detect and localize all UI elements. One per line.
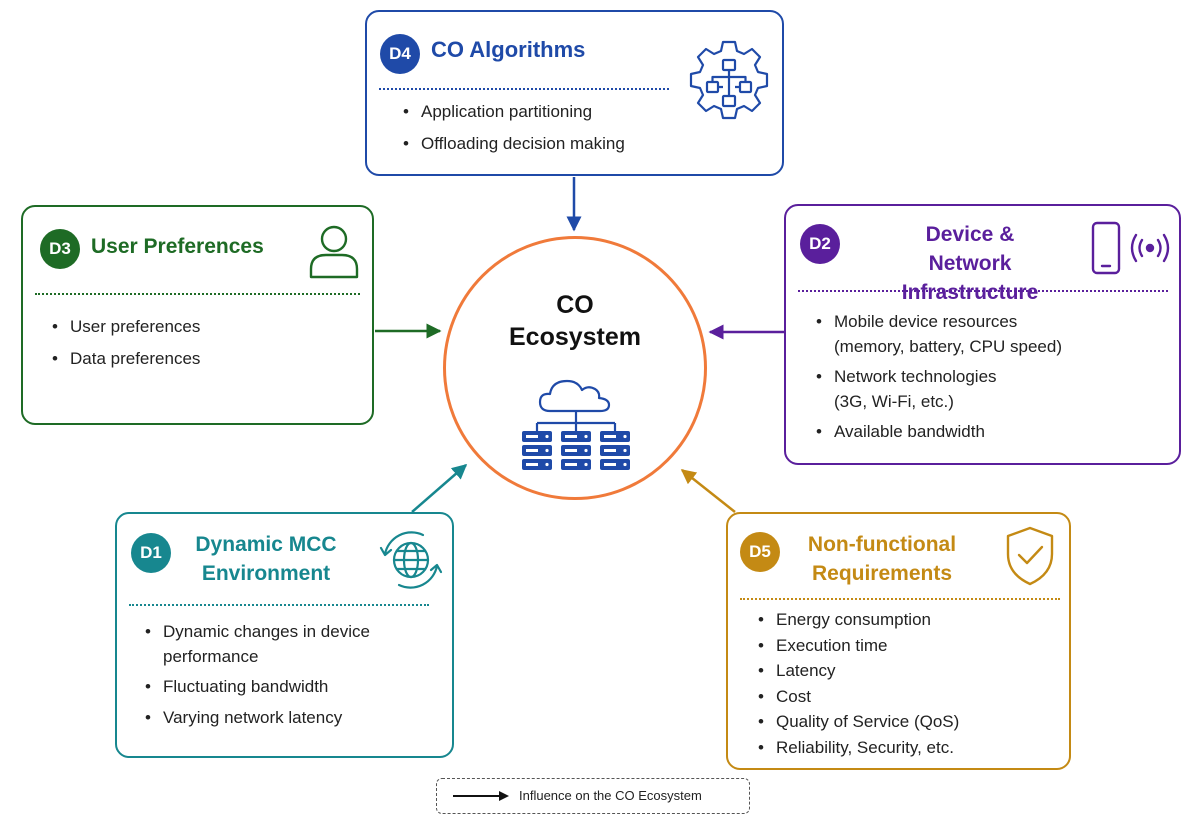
d1-badge: D1 xyxy=(131,533,171,573)
d4-item: Application partitioning xyxy=(399,100,625,124)
d3-title: User Preferences xyxy=(91,235,264,258)
d2-title-line2: Network Infrastructure xyxy=(901,252,1039,304)
d4-title: CO Algorithms xyxy=(431,37,586,62)
d4-badge: D4 xyxy=(380,34,420,74)
d1-item-line: Dynamic changes in device xyxy=(163,622,370,641)
d5-non-functional-box: D5 Non-functional Requirements Energy co… xyxy=(726,512,1071,770)
d3-divider xyxy=(35,293,360,295)
d2-badge: D2 xyxy=(800,224,840,264)
center-title-line2: Ecosystem xyxy=(508,323,642,351)
d3-item: Data preferences xyxy=(48,347,200,371)
d2-title: Device & Network Infrastructure xyxy=(860,220,1080,307)
d1-item-list: Dynamic changes in device performance Fl… xyxy=(141,620,370,731)
d1-item-line: Fluctuating bandwidth xyxy=(163,677,329,696)
d2-device-network-box: D2 Device & Network Infrastructure Mobil… xyxy=(784,204,1181,465)
d3-item-list: User preferences Data preferences xyxy=(48,315,200,379)
d5-item: Quality of Service (QoS) xyxy=(754,710,959,735)
arrow-d5-to-center xyxy=(680,469,736,513)
d5-title-line1: Non-functional xyxy=(807,533,957,556)
d2-item-line: (memory, battery, CPU speed) xyxy=(834,336,1062,356)
d1-dynamic-mcc-box: D1 Dynamic MCC Environment Dynamic chang… xyxy=(115,512,454,758)
d5-divider xyxy=(740,598,1060,600)
legend-label: Influence on the CO Ecosystem xyxy=(519,788,702,803)
d2-item-line: Network technologies xyxy=(834,367,997,386)
mobile-signal-icon xyxy=(1091,221,1170,275)
globe-refresh-icon xyxy=(379,531,443,589)
d4-item-list: Application partitioning Offloading deci… xyxy=(399,100,625,164)
d1-item: Dynamic changes in device performance xyxy=(141,620,370,669)
d2-item-list: Mobile device resources (memory, battery… xyxy=(812,310,1062,446)
d1-item: Varying network latency xyxy=(141,706,370,731)
d2-item-line: Available bandwidth xyxy=(834,422,985,441)
d2-item-line: (3G, Wi-Fi, etc.) xyxy=(834,391,954,411)
d4-divider xyxy=(379,88,669,90)
arrow-d1-to-center xyxy=(411,464,468,513)
d3-user-preferences-box: D3 User Preferences User preferences Dat… xyxy=(21,205,374,425)
legend: Influence on the CO Ecosystem xyxy=(436,778,750,814)
d3-badge: D3 xyxy=(40,229,80,269)
d5-badge: D5 xyxy=(740,532,780,572)
d1-title-line1: Dynamic MCC xyxy=(195,533,337,556)
d1-item: Fluctuating bandwidth xyxy=(141,675,370,700)
cloud-servers-icon xyxy=(522,379,630,470)
d1-title-line2: Environment xyxy=(201,562,331,585)
d5-item: Reliability, Security, etc. xyxy=(754,736,959,761)
d5-item: Cost xyxy=(754,685,959,710)
d1-item-line: performance xyxy=(163,646,259,666)
d1-item-line: Varying network latency xyxy=(163,707,343,727)
d5-item-list: Energy consumption Execution time Latenc… xyxy=(754,608,959,761)
d5-title: Non-functional Requirements xyxy=(784,530,980,588)
d2-title-line1: Device & xyxy=(925,223,1015,246)
d2-item: Available bandwidth xyxy=(812,420,1062,445)
d3-item: User preferences xyxy=(48,315,200,339)
d4-co-algorithms-box: D4 CO Algorithms Application partitionin… xyxy=(365,10,784,176)
d2-item-line: Mobile device resources xyxy=(834,312,1018,331)
shield-check-icon xyxy=(1006,526,1054,586)
d4-item: Offloading decision making xyxy=(399,132,625,156)
d2-divider xyxy=(798,290,1168,292)
co-ecosystem-circle: CO Ecosystem xyxy=(443,236,707,500)
d5-item: Execution time xyxy=(754,634,959,659)
d5-item: Energy consumption xyxy=(754,608,959,633)
center-title: CO Ecosystem xyxy=(446,289,704,353)
legend-arrow-icon xyxy=(453,791,509,801)
d2-item: Mobile device resources (memory, battery… xyxy=(812,310,1062,359)
d5-item: Latency xyxy=(754,659,959,684)
user-icon xyxy=(309,225,359,279)
d5-title-line2: Requirements xyxy=(811,562,953,585)
d1-divider xyxy=(129,604,429,606)
d1-title: Dynamic MCC Environment xyxy=(181,530,351,588)
center-title-line1: CO xyxy=(556,291,594,319)
d2-item: Network technologies (3G, Wi-Fi, etc.) xyxy=(812,365,1062,414)
gear-flowchart-icon xyxy=(689,40,769,120)
